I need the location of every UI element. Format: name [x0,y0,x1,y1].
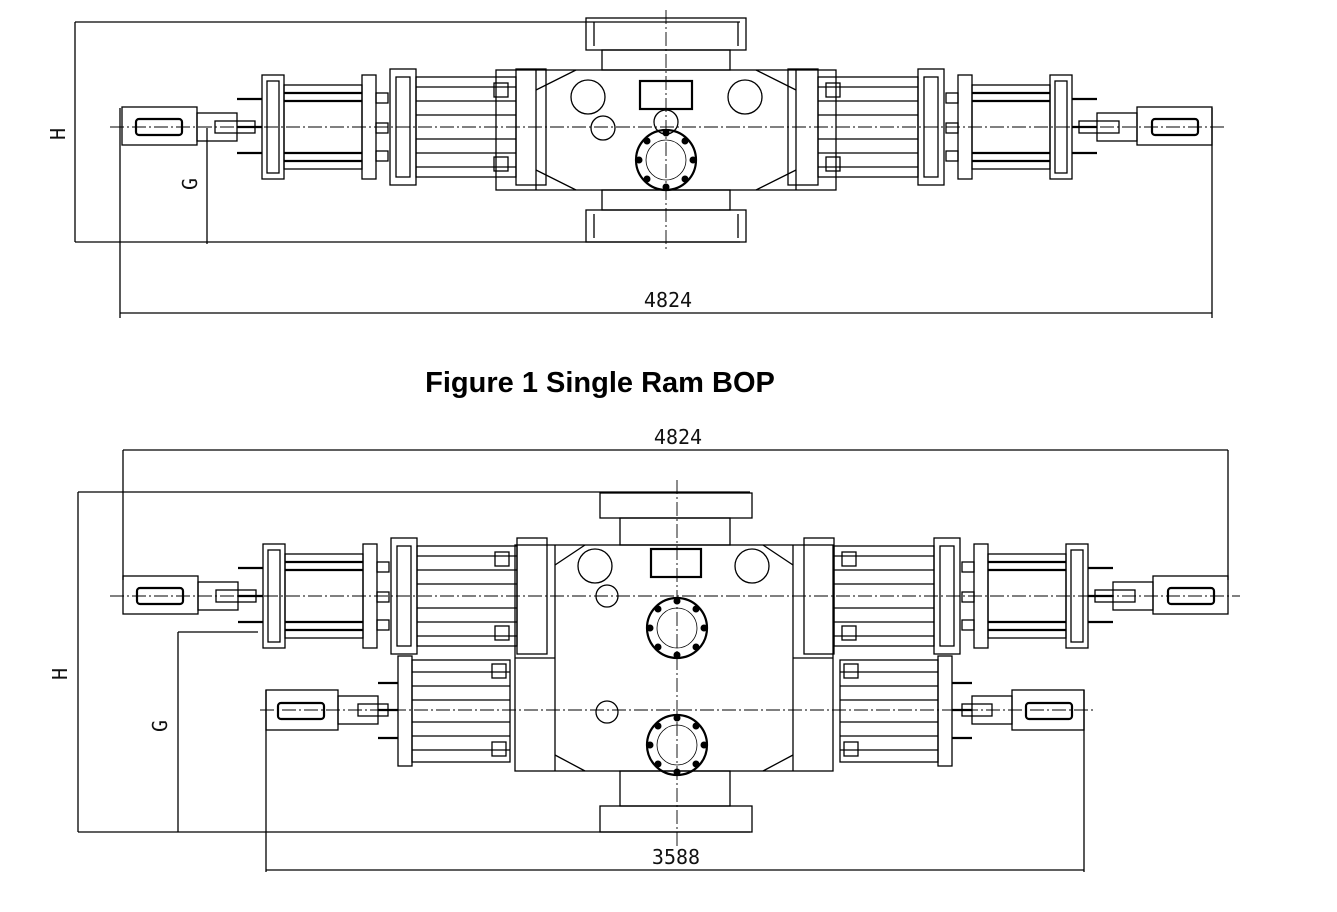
bottom-port-right [734,548,770,584]
bottom-g-label: G [148,720,172,732]
bottom-lower-valve-symbol [595,700,619,724]
top-g-label: G [178,178,202,190]
bottom-lower-left-actuator [265,655,511,767]
top-valve-symbol [590,115,616,141]
bottom-bop-body [514,492,834,833]
bottom-figure-double-ram: 4824 3588 H G [48,425,1240,872]
top-port-left [570,79,606,115]
bottom-h-label: H [48,668,72,680]
bottom-port-left [577,548,613,584]
top-h-label: H [46,128,70,140]
bottom-nameplate [649,547,703,579]
bottom-lower-width-label: 3588 [652,845,700,869]
top-width-label: 4824 [644,288,692,312]
bottom-upper-bore-bolts [646,597,708,659]
top-figure-single-ram: 4824 H G [46,10,1225,318]
bottom-lower-bore-bolts [646,714,708,776]
top-port-right [727,79,763,115]
figure-caption: Figure 1 Single Ram BOP [425,367,775,399]
bottom-lower-right-actuator [839,655,1085,767]
bottom-width-label: 4824 [654,425,702,449]
